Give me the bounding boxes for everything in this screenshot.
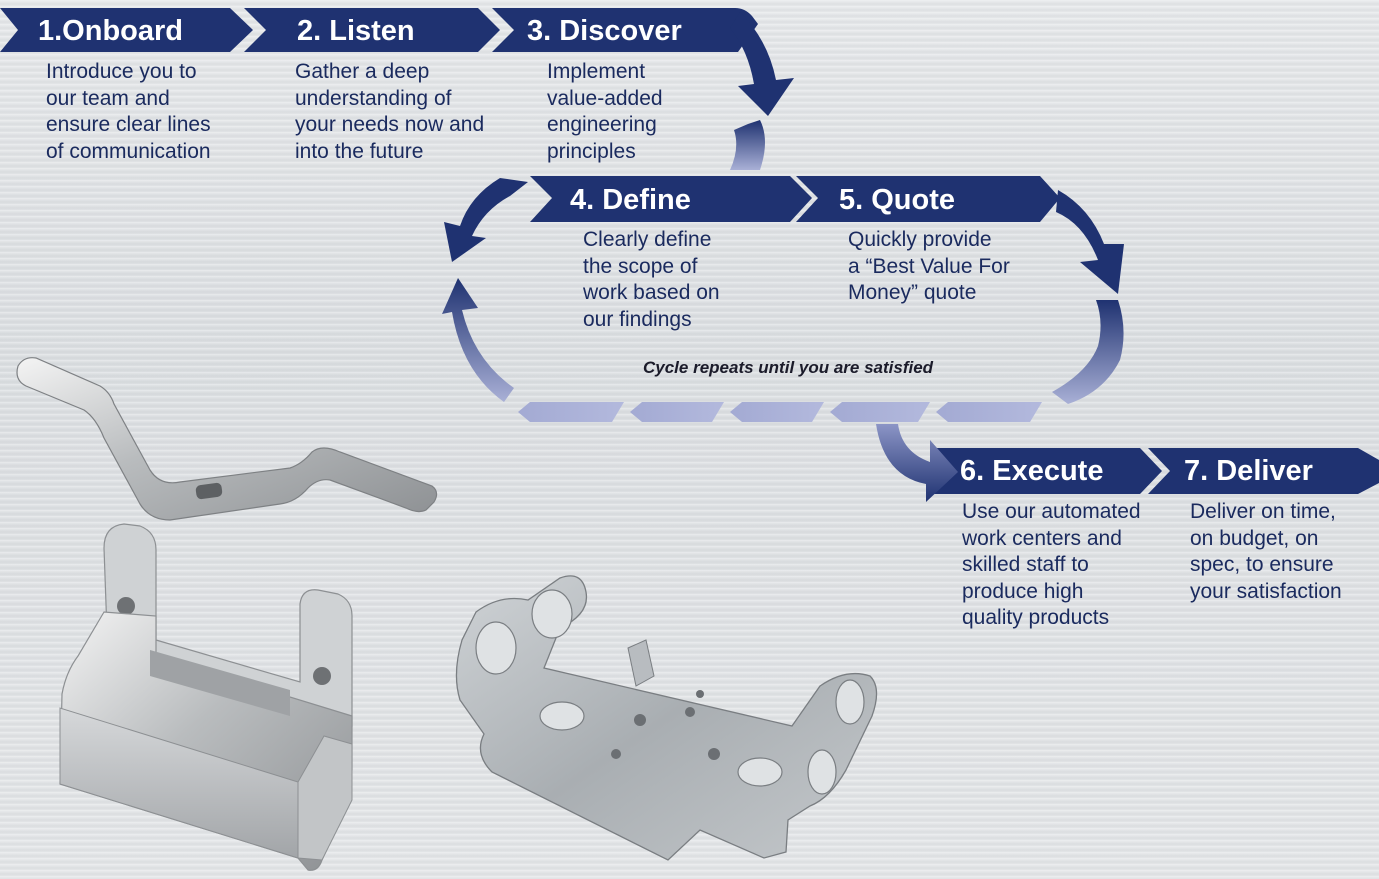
step-4-banner xyxy=(530,176,812,222)
cycle-arrow-left-bottom xyxy=(442,278,514,402)
step-1-banner xyxy=(0,8,253,52)
step-7-banner xyxy=(1148,448,1379,494)
step-7-description: Deliver on time, on budget, on spec, to … xyxy=(1190,500,1342,603)
step-7-title: 7. Deliver xyxy=(1184,455,1313,487)
arrow-3-to-4-upper xyxy=(730,12,794,116)
step-1-title: 1.Onboard xyxy=(38,15,184,47)
bent-strap-bracket-image xyxy=(16,357,438,521)
step-6-description: Use our automated work centers and skill… xyxy=(962,500,1141,629)
arrow-cycle-to-6 xyxy=(876,424,958,502)
step-3-title: 3. Discover xyxy=(527,15,682,47)
cycle-arrow-right-top xyxy=(1056,190,1124,294)
step-5-title: 5. Quote xyxy=(839,184,956,216)
step-3-banner xyxy=(492,8,758,52)
step-5-banner xyxy=(796,176,1060,222)
folded-box-bracket-image xyxy=(59,523,353,871)
step-2-banner xyxy=(244,8,500,52)
step-4-description: Clearly define the scope of work based o… xyxy=(583,228,720,331)
step-2-description: Gather a deep understanding of your need… xyxy=(295,60,485,163)
cycle-arrow-bottom xyxy=(518,402,1042,422)
step-2-title: 2. Listen xyxy=(297,15,415,47)
cycle-arrow-left-top xyxy=(444,178,528,262)
arrow-3-to-4-lower xyxy=(730,120,765,170)
step-6-banner xyxy=(930,448,1162,494)
cycle-arrow-right-bottom xyxy=(1052,300,1124,404)
step-6-title: 6. Execute xyxy=(960,455,1104,487)
step-1-description: Introduce you to our team and ensure cle… xyxy=(46,60,211,163)
galvanized-mounting-plate-image xyxy=(455,575,878,861)
step-5-description: Quickly provide a “Best Value For Money”… xyxy=(848,228,1010,304)
step-3-description: Implement value-added engineering princi… xyxy=(547,60,663,163)
cycle-repeat-note: Cycle repeats until you are satisfied xyxy=(643,358,934,377)
step-4-title: 4. Define xyxy=(570,184,691,216)
